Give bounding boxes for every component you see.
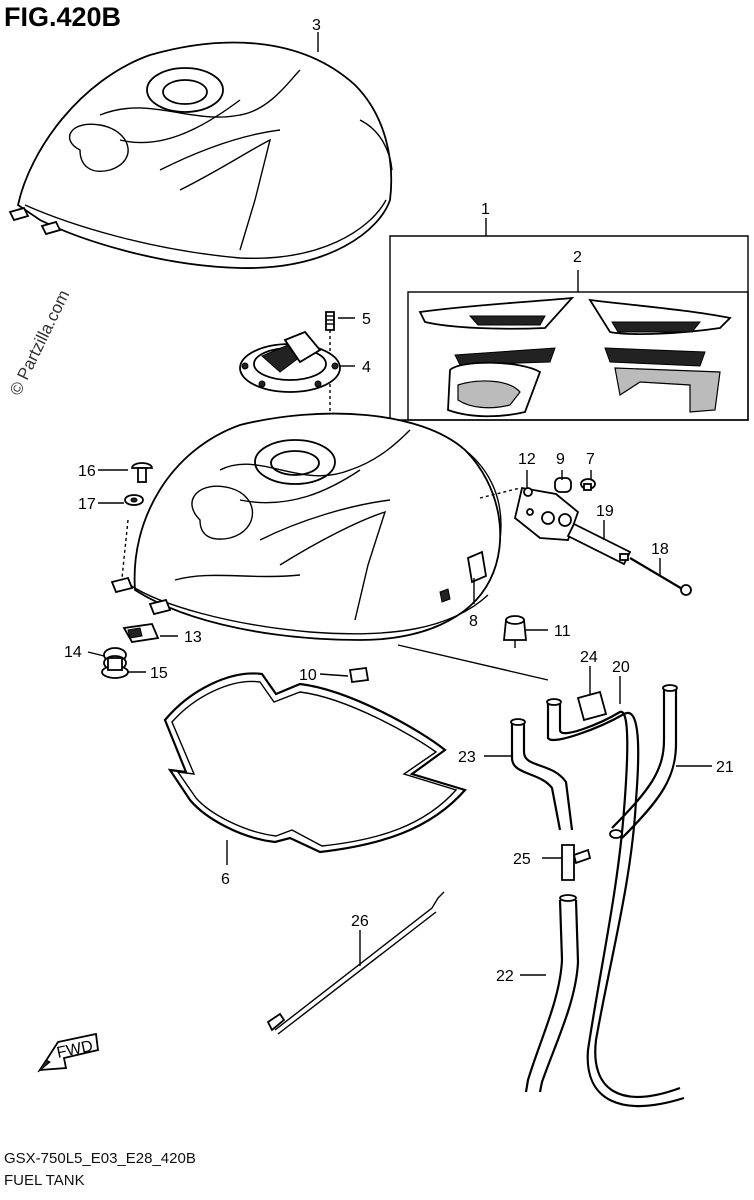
part-gasket-6 — [163, 672, 467, 854]
part-bracket-assembly — [513, 477, 692, 596]
fwd-arrow-icon: FWD — [37, 1032, 99, 1073]
callout-14: 14 — [64, 644, 82, 661]
callout-15: 15 — [150, 665, 168, 682]
footer-model-code: GSX-750L5_E03_E28_420B — [4, 1150, 196, 1167]
figure-title: FIG.420B — [4, 2, 122, 32]
part-fuel-cap — [239, 311, 355, 470]
part-tank-cover-upper — [8, 41, 393, 269]
callout-7: 7 — [586, 451, 595, 468]
callout-21: 21 — [716, 759, 734, 776]
callout-9: 9 — [556, 451, 565, 468]
callout-16: 16 — [78, 463, 96, 480]
callout-1: 1 — [481, 201, 490, 218]
callout-17: 17 — [78, 496, 96, 513]
callout-3: 3 — [312, 17, 321, 34]
part-clips-13-14-15 — [101, 623, 160, 679]
callout-20: 20 — [612, 659, 630, 676]
callout-19: 19 — [596, 503, 614, 520]
part-hoses — [510, 684, 685, 1107]
leader-lines — [87, 32, 712, 976]
emblem-set-box — [389, 218, 749, 421]
callout-13: 13 — [184, 629, 202, 646]
callout-25: 25 — [513, 851, 531, 868]
callout-5: 5 — [362, 311, 371, 328]
footer-section-name: FUEL TANK — [4, 1172, 85, 1189]
callout-2: 2 — [573, 249, 582, 266]
part-clip-10 — [348, 666, 370, 684]
callout-23: 23 — [458, 749, 476, 766]
callout-12: 12 — [518, 451, 536, 468]
callout-26: 26 — [351, 913, 369, 930]
callout-11: 11 — [554, 623, 571, 640]
callout-10: 10 — [299, 667, 317, 684]
callout-8: 8 — [469, 613, 478, 630]
callout-18: 18 — [651, 541, 669, 558]
callout-22: 22 — [496, 968, 514, 985]
part-fuel-tank — [110, 412, 549, 681]
part-wire-26 — [266, 891, 445, 1035]
callout-labels: 1 2 3 4 5 6 7 8 9 10 11 12 13 14 15 16 1… — [64, 17, 734, 985]
callout-4: 4 — [362, 359, 371, 376]
part-damper-11 — [503, 615, 527, 648]
callout-24: 24 — [580, 649, 598, 666]
callout-6: 6 — [221, 871, 230, 888]
part-bolt-washer-16-17 — [124, 462, 153, 506]
